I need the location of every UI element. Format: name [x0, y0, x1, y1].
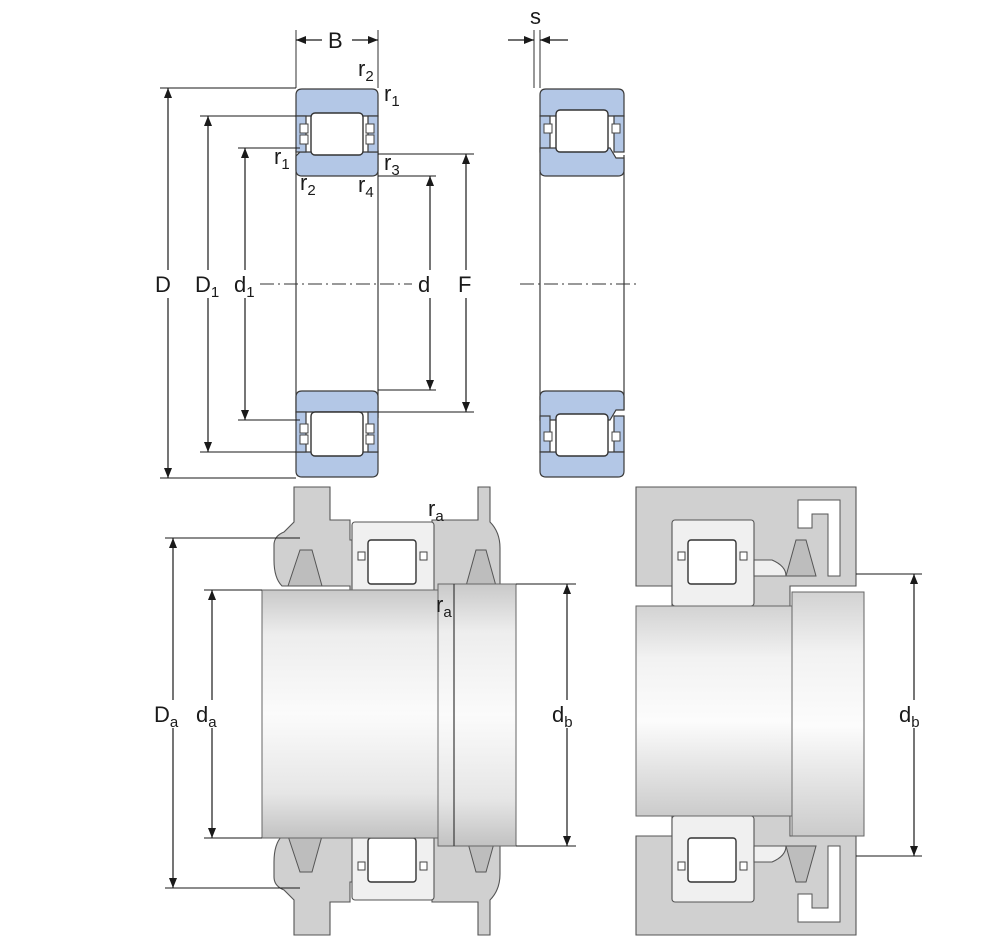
- roller-top: [310, 112, 364, 156]
- bearing-section-left: [260, 88, 412, 478]
- label-r4: r4: [358, 172, 374, 201]
- label-Da: Da: [154, 702, 179, 731]
- outer-ring-bottom-right: [539, 451, 625, 478]
- label-D1: D1: [195, 272, 219, 301]
- label-r1-top: r1: [384, 81, 400, 110]
- outer-ring-top: [295, 88, 379, 117]
- inner-ring-bottom-right: [539, 390, 625, 421]
- label-r1-left: r1: [274, 144, 290, 173]
- label-d1: d1: [234, 272, 255, 301]
- shaft-step-left: [437, 583, 517, 847]
- shaft-step-right: [791, 591, 865, 837]
- label-F: F: [458, 272, 471, 297]
- label-ra-top: ra: [428, 496, 444, 525]
- bearing-section-right: s: [508, 4, 640, 478]
- shaft-left: [261, 589, 439, 839]
- label-db-right: db: [899, 702, 920, 731]
- inner-ring-top: [295, 151, 379, 177]
- label-D: D: [155, 272, 171, 297]
- mounting-left: Da da db ra ra: [154, 486, 576, 936]
- label-r2-top: r2: [358, 56, 374, 85]
- roller-bottom: [310, 411, 364, 457]
- inner-ring-bottom: [295, 390, 379, 413]
- label-r2-bottom: r2: [300, 170, 316, 199]
- label-r3: r3: [384, 150, 400, 179]
- label-da: da: [196, 702, 217, 731]
- outer-ring-bottom: [295, 451, 379, 478]
- shaft-right: [635, 605, 793, 817]
- label-d: d: [418, 272, 430, 297]
- labels-left: B D D1 d1 d F r2 r1 r1 r2 r3 r4: [155, 28, 471, 301]
- inner-ring-top-right: [539, 147, 625, 177]
- mounting-right: db: [635, 486, 922, 936]
- label-db-left: db: [552, 702, 573, 731]
- label-ra-bottom: ra: [436, 592, 452, 621]
- dimension-lines-left: [160, 30, 474, 479]
- label-B: B: [328, 28, 343, 53]
- label-s: s: [530, 4, 541, 29]
